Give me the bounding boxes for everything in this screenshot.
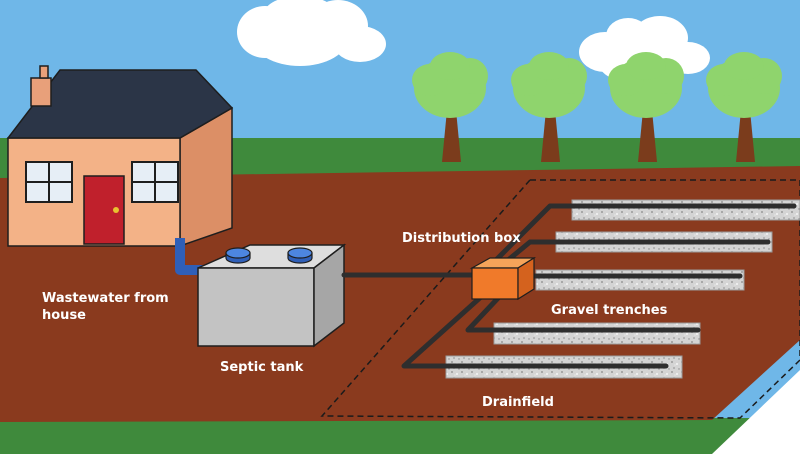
septic-tank-side	[313, 243, 345, 348]
distribution-box-front	[471, 267, 519, 300]
tree-icon	[412, 52, 488, 162]
door-knob	[113, 207, 119, 213]
distribution-box	[469, 256, 537, 301]
gravel-trench	[493, 322, 701, 345]
distribution-pipe	[465, 293, 701, 333]
tree-icon	[608, 52, 684, 162]
cloud-icon	[237, 0, 386, 66]
tree-icon	[706, 52, 782, 162]
label-distribution-box: Distribution box	[402, 231, 521, 246]
window-icon	[25, 161, 73, 203]
gravel-trench	[535, 269, 745, 291]
access-lid-icon	[225, 247, 251, 264]
grass-bottom	[0, 418, 800, 454]
white-corner	[712, 370, 800, 454]
label-drainfield: Drainfield	[482, 395, 554, 410]
access-lid-icon	[287, 247, 313, 264]
septic-tank	[197, 243, 347, 348]
label-septic-tank: Septic tank	[220, 360, 304, 375]
drainfield-boundary	[320, 179, 800, 419]
label-gravel-trenches: Gravel trenches	[551, 303, 668, 318]
window-icon	[131, 161, 179, 203]
septic-tank-front	[197, 267, 315, 347]
distribution-pipe	[401, 293, 669, 369]
house	[6, 65, 234, 248]
chimney	[30, 77, 52, 107]
tree-icon	[511, 52, 587, 162]
distribution-box-side	[517, 256, 535, 301]
distribution-pipe	[483, 203, 797, 273]
label-wastewater-from-house: Wastewater from house	[42, 291, 169, 323]
house-outlet-pipe	[175, 238, 205, 275]
gravel-trench	[571, 199, 800, 221]
